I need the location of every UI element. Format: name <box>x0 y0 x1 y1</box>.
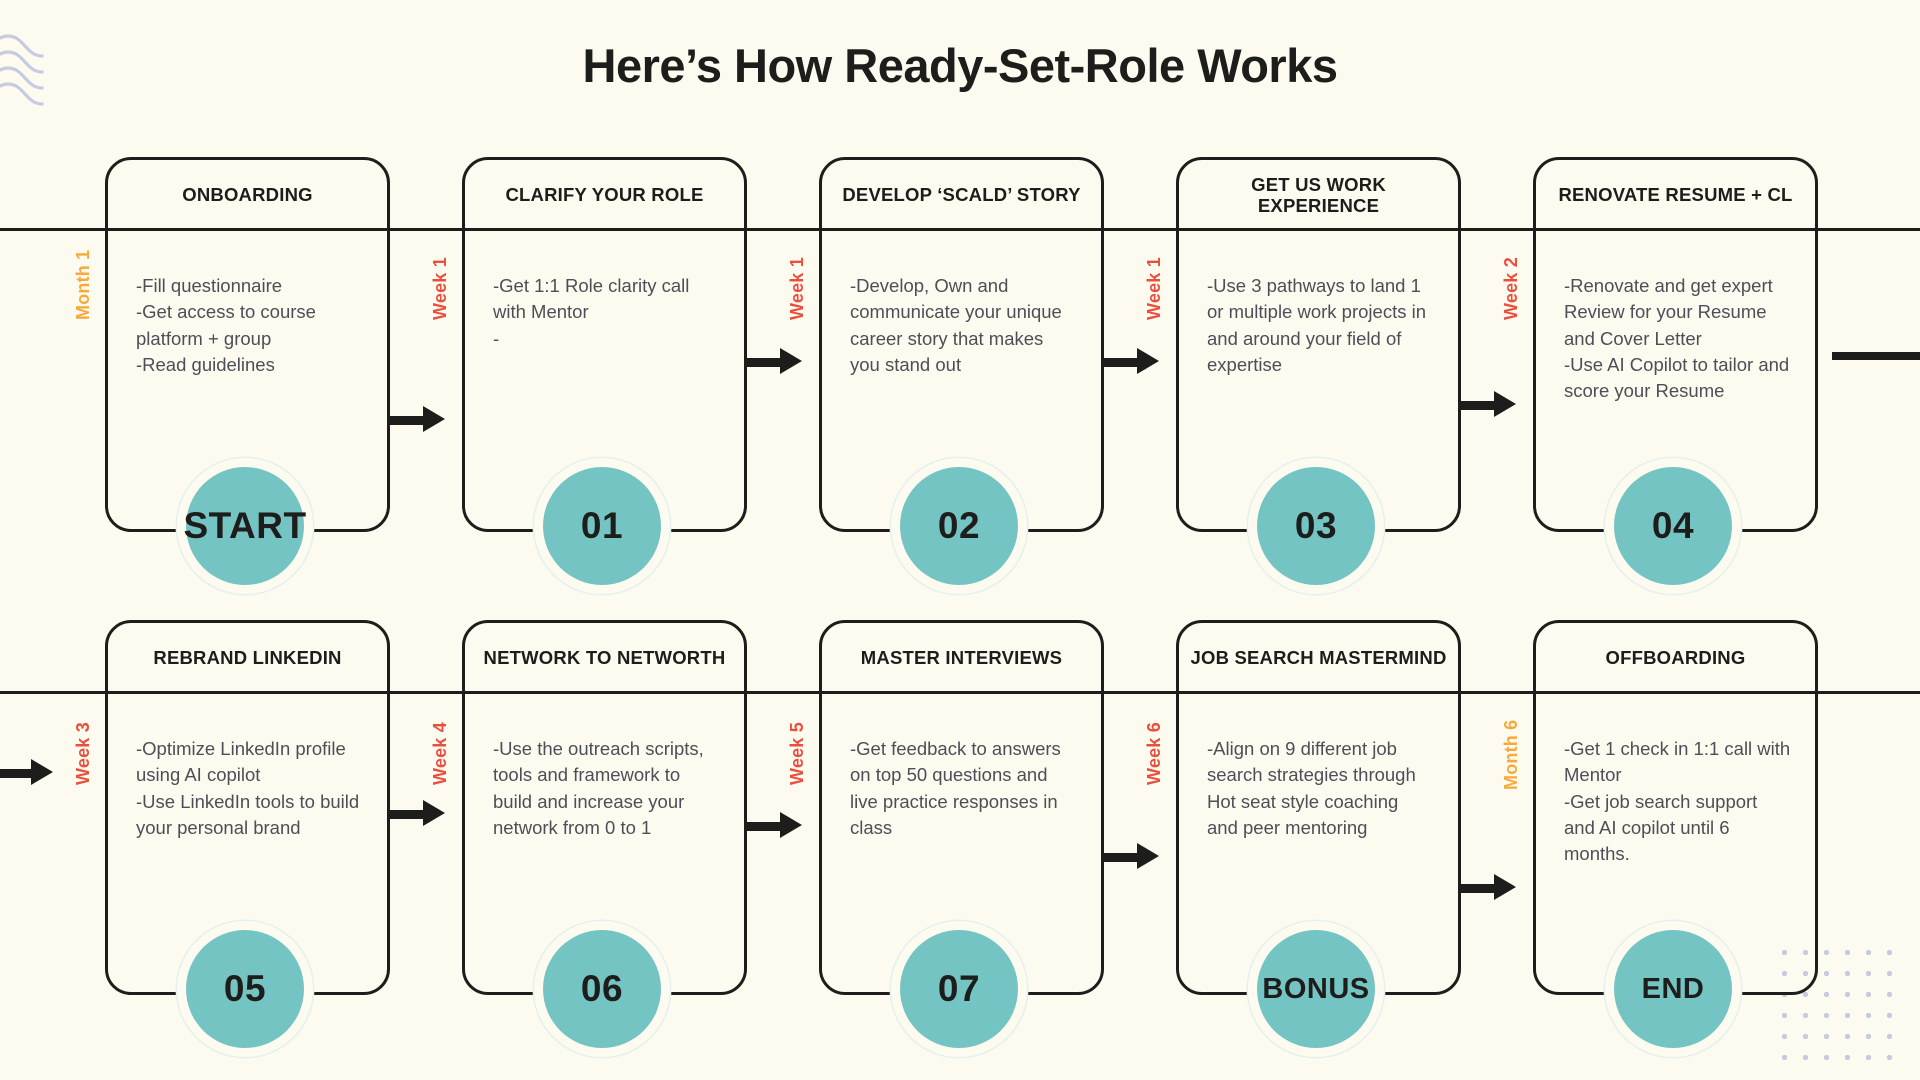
flow-arrow-row2-in <box>0 759 62 785</box>
card-body: -Optimize LinkedIn profile using AI copi… <box>136 738 360 838</box>
node-row2-2[interactable]: 07 <box>900 930 1018 1048</box>
card-heading: CLARIFY YOUR ROLE <box>505 184 704 206</box>
card-body: -Renovate and get expert Review for your… <box>1564 275 1790 402</box>
node-row1-0[interactable]: START <box>183 467 306 585</box>
node-row1-1[interactable]: 01 <box>543 467 661 585</box>
node-row2-4[interactable]: END <box>1614 930 1732 1048</box>
flow-arrow-row1-0 <box>390 406 445 432</box>
flow-arrow-row1-1 <box>747 348 802 374</box>
period-label-row2-4: Month 6 <box>1501 719 1521 790</box>
card-body: -Use the outreach scripts, tools and fra… <box>493 738 704 838</box>
period-label-row2-1: Week 4 <box>430 722 450 785</box>
card-row1-0[interactable]: ONBOARDING -Fill questionnaire -Get acce… <box>105 157 390 532</box>
card-body: -Get feedback to answers on top 50 quest… <box>850 738 1061 838</box>
card-heading: RENOVATE RESUME + CL <box>1558 184 1793 206</box>
card-row1-3[interactable]: GET US WORK EXPERIENCE -Use 3 pathways t… <box>1176 157 1461 532</box>
card-heading: GET US WORK EXPERIENCE <box>1251 173 1386 216</box>
period-label-row1-1: Week 1 <box>430 257 450 320</box>
card-heading: JOB SEARCH MASTERMIND <box>1190 647 1447 669</box>
node-row2-0[interactable]: 05 <box>186 930 304 1048</box>
period-label-row1-0: Month 1 <box>73 249 93 320</box>
period-label-row1-3: Week 1 <box>1144 257 1164 320</box>
flow-arrow-row1-2 <box>1104 348 1159 374</box>
wave-lines-decoration <box>0 34 44 106</box>
period-label-row2-0: Week 3 <box>73 722 93 785</box>
card-heading: ONBOARDING <box>182 184 313 206</box>
period-label-row1-2: Week 1 <box>787 257 807 320</box>
wrap-connector-right <box>1832 352 1920 360</box>
node-row1-4[interactable]: 04 <box>1614 467 1732 585</box>
node-row1-3[interactable]: 03 <box>1257 467 1375 585</box>
dot-grid-decoration <box>1774 942 1904 1072</box>
card-heading: DEVELOP ‘SCALD’ STORY <box>842 184 1081 206</box>
card-row2-2[interactable]: MASTER INTERVIEWS -Get feedback to answe… <box>819 620 1104 995</box>
card-body: -Get 1:1 Role clarity call with Mentor - <box>493 275 690 349</box>
card-body: -Align on 9 different job search strateg… <box>1207 738 1416 838</box>
node-row2-3[interactable]: BONUS <box>1257 930 1375 1048</box>
card-row1-4[interactable]: RENOVATE RESUME + CL -Renovate and get e… <box>1533 157 1818 532</box>
card-row1-1[interactable]: CLARIFY YOUR ROLE -Get 1:1 Role clarity … <box>462 157 747 532</box>
period-label-row1-4: Week 2 <box>1501 257 1521 320</box>
card-body: -Get 1 check in 1:1 call with Mentor -Ge… <box>1564 738 1791 865</box>
card-heading: REBRAND LINKEDIN <box>153 647 342 669</box>
card-heading: OFFBOARDING <box>1605 647 1746 669</box>
card-body: -Use 3 pathways to land 1 or multiple wo… <box>1207 275 1426 375</box>
flow-arrow-row2-2 <box>1104 843 1159 869</box>
card-heading: MASTER INTERVIEWS <box>860 647 1063 669</box>
card-row2-0[interactable]: REBRAND LINKEDIN -Optimize LinkedIn prof… <box>105 620 390 995</box>
page-title: Here’s How Ready-Set-Role Works <box>582 39 1339 92</box>
period-label-row2-2: Week 5 <box>787 722 807 785</box>
flow-arrow-row1-3 <box>1461 391 1516 417</box>
node-row1-2[interactable]: 02 <box>900 467 1018 585</box>
node-row2-1[interactable]: 06 <box>543 930 661 1048</box>
card-row2-4[interactable]: OFFBOARDING -Get 1 check in 1:1 call wit… <box>1533 620 1818 995</box>
card-body: -Develop, Own and communicate your uniqu… <box>850 275 1062 375</box>
flow-arrow-row2-0 <box>390 800 445 826</box>
timeline-rail-bottom <box>0 691 1920 694</box>
flow-arrow-row2-1 <box>747 812 802 838</box>
period-label-row2-3: Week 6 <box>1144 722 1164 785</box>
timeline-rail-top <box>0 228 1920 231</box>
flow-arrow-row2-3 <box>1461 874 1516 900</box>
card-heading: NETWORK TO NETWORTH <box>483 647 726 669</box>
card-body: -Fill questionnaire -Get access to cours… <box>136 275 316 375</box>
